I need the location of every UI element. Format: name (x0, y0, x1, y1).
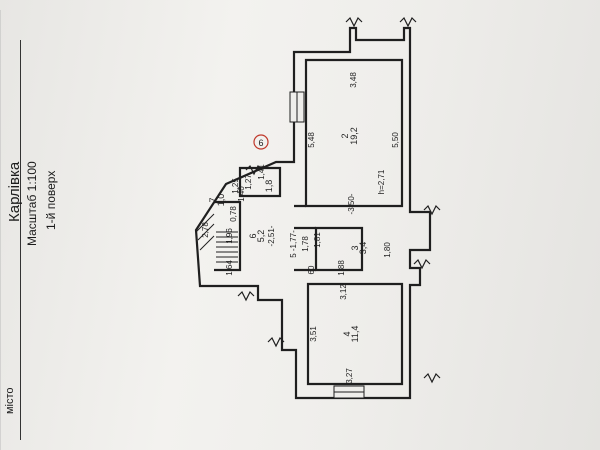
dim-140: 1,40 (237, 186, 246, 202)
dim-312: 3,12 (339, 284, 348, 300)
header-rule (20, 40, 21, 440)
dim-125: 1,25 (231, 178, 240, 194)
dim-181: 1,81 (313, 232, 322, 248)
corridor-wall (294, 204, 316, 272)
dim-h271: h=2,71 (377, 169, 386, 194)
dim-188: 1,88 (337, 260, 346, 276)
room-7-area: 1,0 (216, 194, 226, 207)
room-6-number: 6 (248, 233, 258, 238)
dim-177: 5 -1,77- (289, 230, 298, 258)
room-8-area: 1,8 (264, 180, 274, 193)
dim-164: 1,64 (225, 260, 234, 276)
room-4-number: 4 (342, 331, 352, 336)
room-7-number: 7 (208, 197, 218, 202)
room-3-number: 3 (350, 245, 360, 250)
dim-548: 5,48 (307, 132, 316, 148)
dim-078: 0,78 (229, 206, 238, 222)
dim-351: 3,51 (309, 326, 318, 342)
dim-178: 1,78 (301, 236, 310, 252)
room-3-area: 3,4 (358, 242, 368, 255)
small-room-wall (238, 166, 282, 198)
room-marker-label: 6 (258, 138, 263, 148)
room-marker-circle (253, 134, 269, 150)
dim-550: 5,50 (391, 132, 400, 148)
dim-278: 2,78 (201, 222, 210, 238)
wall-break-marks (237, 16, 441, 384)
room-6-area: 5,2 (256, 230, 266, 243)
room-2-area: 19,2 (349, 127, 359, 145)
dim-141: 1,41 (257, 164, 266, 180)
room-4-area: 11,4 (350, 326, 360, 343)
windows (289, 91, 365, 399)
inner-wall-room3 (314, 226, 364, 272)
dim-196: 1,96 (225, 228, 234, 244)
inner-wall-room4 (306, 282, 404, 386)
dim-180: 1,80 (383, 242, 392, 258)
dim-327: 3,27 (345, 368, 354, 384)
staircase (195, 213, 238, 263)
inner-wall-room1 (304, 58, 404, 208)
dim-127: 1,27 (244, 174, 253, 190)
dim-251: -2,51- (267, 225, 276, 246)
room-2-number: 2 (340, 133, 350, 138)
dim-060: 60 (307, 265, 316, 274)
outer-wall (194, 26, 432, 400)
dim-348: 3,48 (349, 72, 358, 88)
dim-350: -3,50- (347, 193, 356, 214)
stair-wall (214, 200, 242, 272)
